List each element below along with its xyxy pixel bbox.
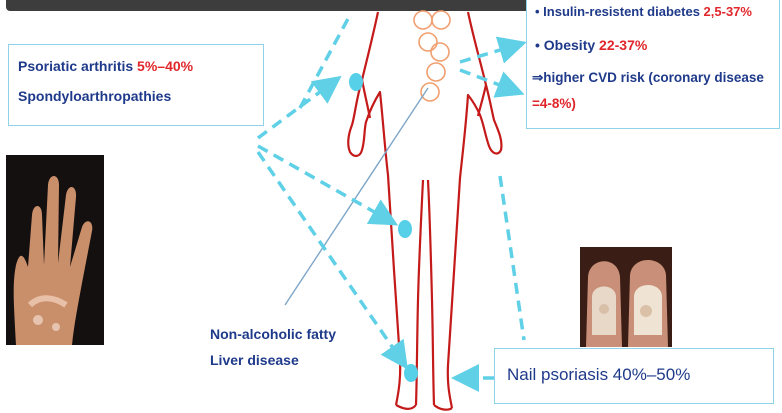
coronary-disease-value: =4-8%): [532, 96, 576, 111]
liver-disease-label-line1: Non-alcoholic fatty: [210, 326, 336, 342]
liver-pointer-line: [285, 88, 428, 305]
dashed-arrows: [258, 15, 524, 378]
hand-photo: [6, 155, 104, 345]
spondyloarthropathies-label: Spondyloarthropathies: [18, 88, 171, 104]
nail-photo: [580, 247, 672, 347]
diabetes-label: • Insulin-resistent diabetes 2,5-37%: [535, 4, 752, 19]
nail-psoriasis-label: Nail psoriasis 40%–50%: [507, 365, 690, 385]
cvd-risk-label: ⇒higher CVD risk (coronary disease: [532, 70, 764, 86]
psoriatic-arthritis-label: Psoriatic arthritis 5%–40%: [18, 58, 193, 74]
psoriatic-arthritis-value: 5%–40%: [137, 58, 193, 74]
diabetes-value: 2,5-37%: [704, 4, 752, 19]
obesity-value: 22-37%: [599, 37, 647, 53]
diabetes-text: • Insulin-resistent diabetes: [535, 4, 704, 19]
organ-circles: [414, 11, 450, 101]
liver-disease-label-line2: Liver disease: [210, 352, 299, 368]
obesity-text: • Obesity: [535, 37, 599, 53]
psoriatic-arthritis-box: [8, 44, 264, 126]
psoriatic-arthritis-text: Psoriatic arthritis: [18, 58, 137, 74]
obesity-label: • Obesity 22-37%: [535, 37, 647, 53]
